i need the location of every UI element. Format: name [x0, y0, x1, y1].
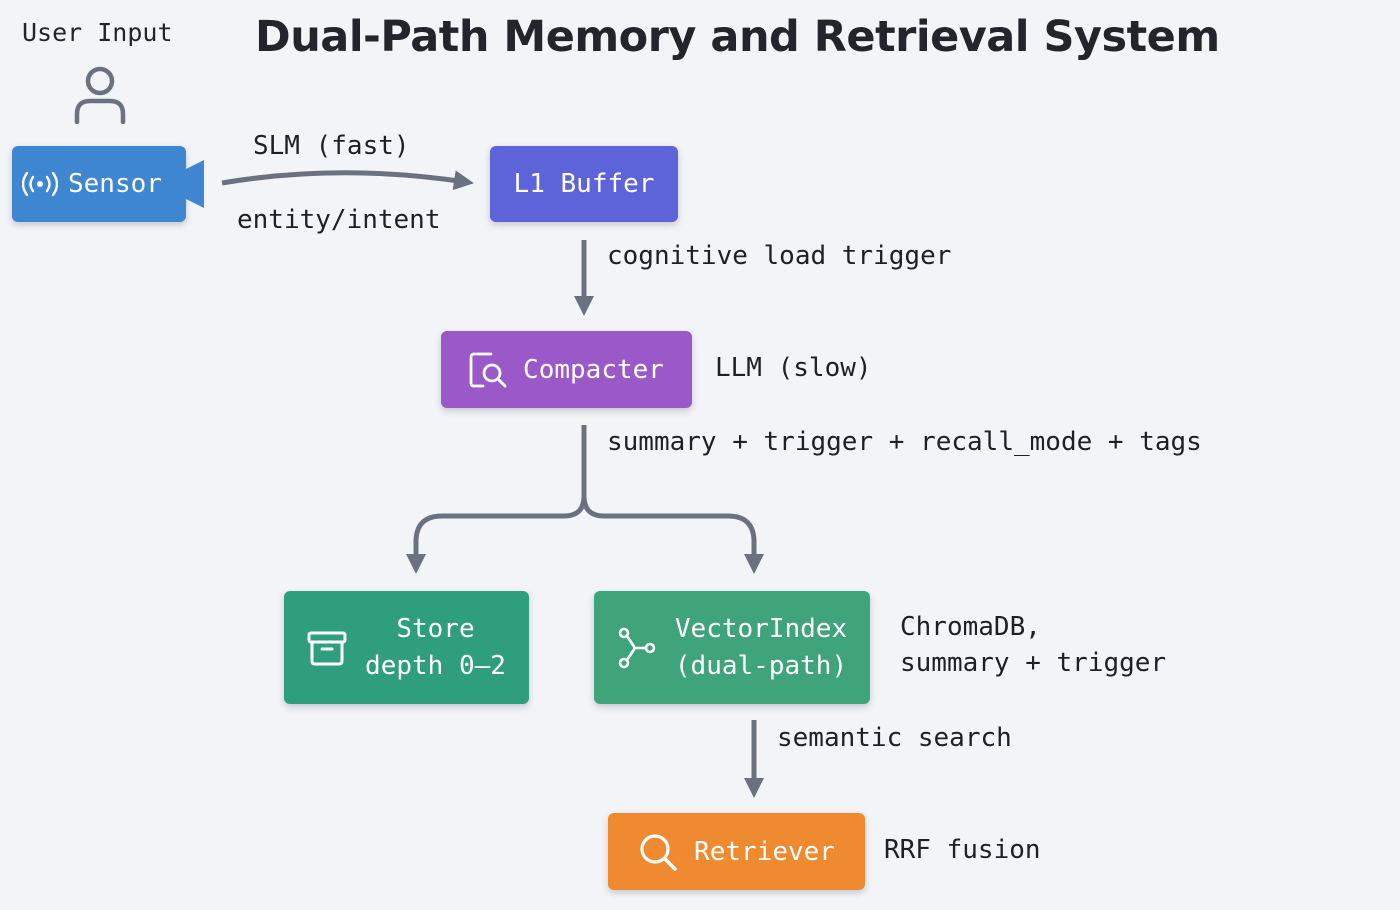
store-label: Store — [396, 614, 475, 645]
l1-buffer-node: L1 Buffer — [490, 146, 678, 222]
l1-buffer-label: L1 Buffer — [513, 169, 655, 199]
branch-icon — [617, 626, 657, 670]
sensor-tail-shape — [184, 160, 204, 208]
compacter-label: Compacter — [523, 354, 664, 385]
store-depth-label: depth 0–2 — [365, 650, 506, 681]
vector-index-label: VectorIndex — [674, 614, 848, 645]
diagram-title: Dual-Path Memory and Retrieval System — [255, 12, 1220, 62]
broadcast-icon — [22, 171, 58, 197]
edge-label-semantic-search: semantic search — [777, 723, 1012, 753]
archive-icon — [307, 630, 347, 666]
note-rrf-fusion: RRF fusion — [884, 835, 1041, 865]
arrow-sensor-to-l1-buffer — [221, 170, 474, 191]
store-node: Store depth 0–2 — [284, 591, 529, 704]
vector-index-sublabel: (dual-path) — [674, 650, 848, 681]
note-chromadb-line2: summary + trigger — [900, 648, 1167, 679]
search-icon — [638, 832, 678, 872]
note-chromadb: ChromaDB, summary + trigger — [900, 609, 1166, 682]
document-search-icon — [469, 351, 509, 389]
edge-label-entity-intent: entity/intent — [237, 205, 441, 235]
arrow-compacter-trunk — [406, 425, 587, 574]
user-input-label: User Input — [22, 18, 173, 47]
arrow-compacter-to-vector-index — [581, 495, 764, 574]
sensor-node: Sensor — [12, 146, 186, 222]
edge-label-llm-slow: LLM (slow) — [715, 353, 872, 383]
retriever-node: Retriever — [608, 813, 865, 890]
edge-label-cognitive-load-trigger: cognitive load trigger — [607, 241, 952, 271]
user-icon — [74, 66, 126, 124]
edge-label-compacter-output: summary + trigger + recall_mode + tags — [607, 427, 1202, 457]
vector-index-node: VectorIndex (dual-path) — [594, 591, 870, 704]
compacter-node: Compacter — [441, 331, 692, 408]
retriever-label: Retriever — [694, 836, 835, 867]
note-chromadb-line1: ChromaDB, — [900, 612, 1041, 642]
edge-label-slm-fast: SLM (fast) — [253, 131, 410, 161]
sensor-label: Sensor — [68, 169, 162, 199]
